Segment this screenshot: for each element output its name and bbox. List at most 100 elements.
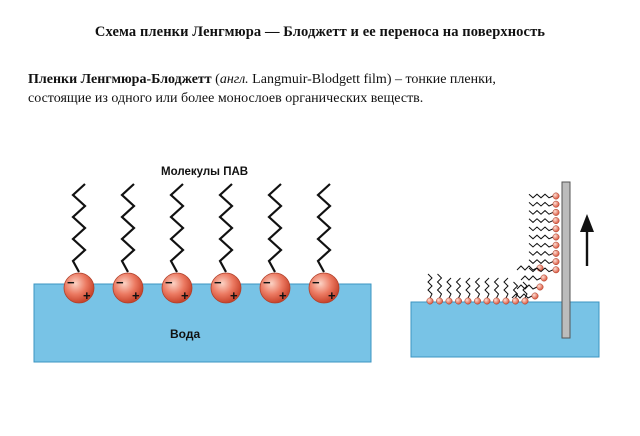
plate-molecule bbox=[528, 266, 560, 274]
surface-molecule bbox=[512, 281, 519, 305]
surface-head bbox=[521, 297, 529, 305]
plate-tail bbox=[528, 234, 554, 240]
surface-molecule bbox=[464, 277, 472, 305]
surface-molecule bbox=[493, 277, 500, 305]
surface-head bbox=[455, 297, 462, 305]
water-label: Вода bbox=[170, 327, 200, 341]
hydrophilic-head bbox=[112, 272, 144, 304]
plate-tail bbox=[528, 218, 554, 224]
negative-charge: − bbox=[165, 275, 173, 290]
molecules-label: Молекулы ПАВ bbox=[161, 166, 248, 178]
plate-tail bbox=[528, 250, 554, 256]
plate-tail bbox=[528, 267, 554, 273]
positive-charge: + bbox=[279, 288, 287, 303]
hydrophobic-tail bbox=[218, 183, 234, 273]
definition-text-line2: состоящие из одного или более монослоев … bbox=[28, 91, 424, 106]
negative-charge: − bbox=[67, 275, 75, 290]
plate-molecule bbox=[528, 249, 560, 257]
plate-head bbox=[552, 249, 560, 257]
hydrophobic-tail bbox=[71, 183, 87, 273]
surface-tail bbox=[493, 277, 500, 299]
right-water-body bbox=[410, 301, 600, 358]
surface-molecule bbox=[502, 277, 510, 305]
definition-lang-abbr: англ. bbox=[219, 72, 249, 87]
definition-paragraph: Пленки Ленгмюра-Блоджетт (англ. Langmuir… bbox=[28, 70, 613, 108]
surface-tail bbox=[474, 277, 481, 299]
surface-head bbox=[464, 297, 472, 305]
negative-charge: − bbox=[263, 275, 271, 290]
hydrophobic-tail bbox=[316, 183, 332, 273]
hydrophilic-head bbox=[161, 272, 193, 304]
transition-tail bbox=[516, 284, 538, 290]
surface-tail bbox=[522, 281, 528, 299]
surface-head bbox=[493, 297, 500, 305]
positive-charge: + bbox=[132, 288, 140, 303]
transition-head bbox=[536, 283, 544, 291]
surface-head bbox=[512, 297, 519, 305]
hydrophilic-head bbox=[259, 272, 291, 304]
surface-molecule bbox=[445, 277, 453, 305]
plate-molecule bbox=[528, 233, 560, 241]
surface-tail bbox=[427, 273, 433, 299]
positive-charge: + bbox=[230, 288, 238, 303]
plate-tail bbox=[528, 209, 554, 215]
transition-molecule bbox=[516, 283, 544, 291]
hydrophobic-tail bbox=[169, 183, 185, 273]
plate-head bbox=[552, 266, 560, 274]
surface-head bbox=[436, 297, 443, 305]
definition-text-line1: – тонкие пленки, bbox=[391, 72, 496, 87]
hydrophilic-head bbox=[308, 272, 340, 304]
plate-head bbox=[552, 233, 560, 241]
surface-molecule bbox=[436, 273, 443, 305]
positive-charge: + bbox=[328, 288, 336, 303]
plate-tail bbox=[528, 193, 554, 199]
surfactant-molecule: −+ bbox=[63, 183, 95, 304]
plate-molecule bbox=[528, 192, 560, 200]
surfactant-molecule: −+ bbox=[161, 183, 193, 304]
plate-molecule bbox=[528, 225, 560, 233]
arrow-up-icon bbox=[580, 214, 594, 266]
plate-head bbox=[552, 225, 560, 233]
positive-charge: + bbox=[181, 288, 189, 303]
surface-molecule bbox=[483, 277, 491, 305]
transition-head bbox=[531, 292, 539, 300]
surfactant-molecules: −+−+−+−+−+−+ bbox=[63, 183, 340, 304]
definition-open-paren: ( bbox=[211, 72, 220, 87]
surface-molecule bbox=[521, 281, 529, 305]
surface-tail bbox=[484, 277, 490, 299]
surface-molecule bbox=[474, 277, 481, 305]
surfactant-molecule: −+ bbox=[112, 183, 144, 304]
surfactant-molecule: −+ bbox=[308, 183, 340, 304]
plate-head bbox=[552, 208, 560, 216]
plate-head bbox=[552, 217, 560, 225]
plate-head bbox=[552, 258, 560, 266]
plate-molecule bbox=[528, 241, 560, 249]
plate-tail bbox=[528, 242, 554, 248]
plate-molecule bbox=[528, 217, 560, 225]
substrate-plate bbox=[561, 181, 571, 339]
plate-monolayer bbox=[528, 192, 560, 274]
transition-molecule bbox=[520, 274, 548, 282]
surface-tail bbox=[503, 277, 509, 299]
positive-charge: + bbox=[83, 288, 91, 303]
hydrophobic-tail bbox=[267, 183, 283, 273]
definition-english-term: Langmuir-Blodgett film) bbox=[248, 72, 392, 87]
plate-head bbox=[552, 192, 560, 200]
plate-head bbox=[552, 241, 560, 249]
hydrophilic-head bbox=[63, 272, 95, 304]
surface-tail bbox=[465, 277, 471, 299]
surface-monolayer bbox=[426, 264, 548, 305]
surface-head bbox=[445, 297, 453, 305]
surfactant-molecule: −+ bbox=[259, 183, 291, 304]
surface-tail bbox=[446, 277, 452, 299]
negative-charge: − bbox=[214, 275, 222, 290]
hydrophobic-tail bbox=[120, 183, 136, 273]
negative-charge: − bbox=[312, 275, 320, 290]
surfactant-molecule: −+ bbox=[210, 183, 242, 304]
surface-tail bbox=[436, 273, 443, 299]
page-title: Схема пленки Ленгмюра — Блоджетт и ее пе… bbox=[94, 24, 546, 40]
plate-tail bbox=[528, 259, 554, 265]
transition-head bbox=[540, 274, 548, 282]
negative-charge: − bbox=[116, 275, 124, 290]
